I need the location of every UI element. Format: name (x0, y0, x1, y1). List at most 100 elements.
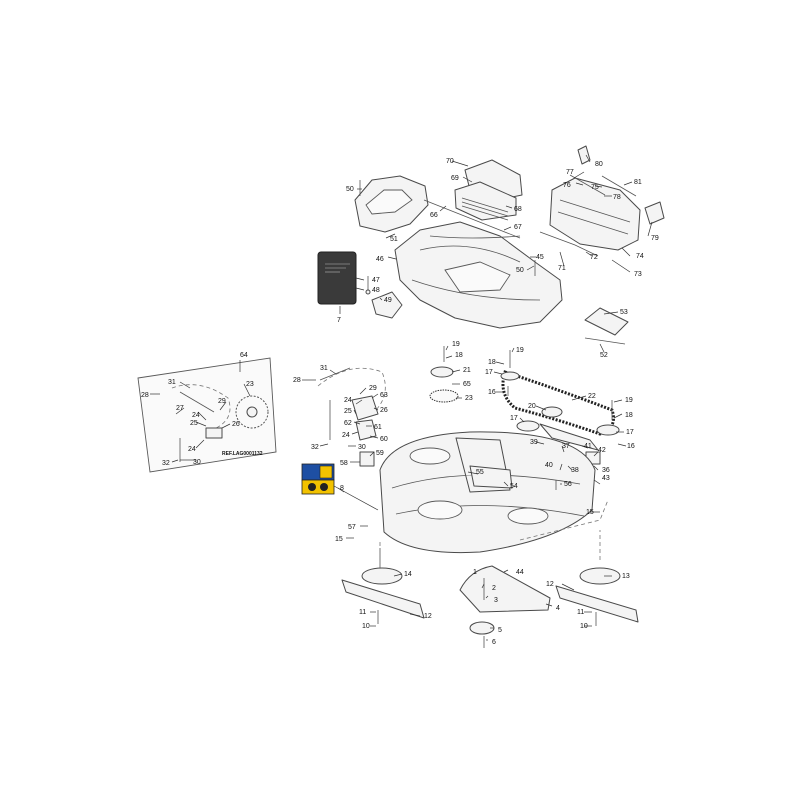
callout-74: 74 (636, 253, 644, 260)
chute-grille (461, 205, 509, 221)
part-12-blade-right (555, 585, 639, 623)
cutter-deck (301, 431, 596, 554)
callout-78: 78 (613, 194, 621, 201)
callout-73: 73 (634, 271, 642, 278)
inset-sprocket-23 (235, 395, 269, 429)
part-51-recess (365, 189, 413, 215)
callout-14: 14 (404, 571, 412, 578)
callout-19c: 19 (625, 397, 633, 404)
callout-43: 43 (602, 475, 610, 482)
callout-67: 67 (514, 224, 522, 231)
callout-37: 37 (562, 443, 570, 450)
callout-18c: 18 (625, 412, 633, 419)
callout-80: 80 (595, 161, 603, 168)
part-23-sprocket (429, 389, 459, 403)
callout-22: 22 (588, 393, 596, 400)
leader-lines (150, 154, 653, 641)
callout-72: 72 (590, 254, 598, 261)
part-49-bracket (371, 291, 403, 319)
part-81-rod (601, 175, 637, 197)
callout-21: 21 (463, 367, 471, 374)
callout-13: 13 (622, 573, 630, 580)
part-52-rod (584, 337, 626, 345)
inset-64-box (137, 357, 277, 473)
inset-frame (137, 357, 277, 473)
callout-28: 28 (141, 392, 149, 399)
callout-81: 81 (634, 179, 642, 186)
part-4-blade-center (459, 565, 551, 613)
callout-4: 4 (556, 605, 560, 612)
part-53-bar (584, 307, 629, 345)
callout-59: 59 (376, 450, 384, 457)
callout-38: 38 (571, 467, 579, 474)
part-66-rod (423, 199, 521, 239)
grass-chute-assembly (454, 159, 523, 221)
callout-68: 68 (514, 206, 522, 213)
callout-49: 49 (384, 297, 392, 304)
inset-dashed-path (171, 384, 231, 431)
callout-18b: 18 (488, 359, 496, 366)
callout-44: 44 (516, 569, 524, 576)
callout-51: 51 (390, 236, 398, 243)
part-13-spindle-right (579, 567, 621, 585)
part-71-rod (539, 231, 599, 257)
callout-56: 56 (564, 481, 572, 488)
callout-3: 3 (494, 597, 498, 604)
callout-17c: 17 (626, 429, 634, 436)
part-39-arm (539, 423, 599, 451)
callout-29: 29 (218, 398, 226, 405)
callout-24b: 24 (188, 446, 196, 453)
decal-symbol (320, 483, 328, 491)
lift-contour (559, 199, 631, 223)
callout-19b: 19 (516, 347, 524, 354)
callout-70: 70 (446, 158, 454, 165)
callout-18: 18 (455, 352, 463, 359)
callout-53: 53 (620, 309, 628, 316)
callout-79: 79 (651, 235, 659, 242)
callout-52: 52 (600, 352, 608, 359)
callout-77: 77 (566, 169, 574, 176)
decal-symbol (308, 483, 316, 491)
callout-65: 65 (463, 381, 471, 388)
callout-23b: 23 (465, 395, 473, 402)
cable-dashed (317, 367, 386, 415)
deck-spindle-mount-right (507, 507, 549, 525)
callout-36: 36 (602, 467, 610, 474)
chute-grille (461, 201, 509, 217)
callout-26b: 26 (380, 407, 388, 414)
callout-10b: 10 (580, 623, 588, 630)
part-18-pulley (596, 424, 620, 436)
callout-40: 40 (545, 462, 553, 469)
part-7-dark-label (317, 251, 357, 305)
part-22-belt (501, 370, 615, 436)
callout-16b: 16 (627, 443, 635, 450)
callout-24d: 24 (342, 432, 350, 439)
callout-25b: 25 (344, 408, 352, 415)
callout-20: 20 (528, 403, 536, 410)
callout-50b: 50 (516, 267, 524, 274)
part-31-cable (319, 367, 351, 381)
callout-71: 71 (558, 265, 566, 272)
callout-41: 41 (584, 443, 592, 450)
top-cover-assembly (317, 175, 563, 329)
inset-sprocket-hub (246, 406, 258, 418)
callout-60: 60 (380, 436, 388, 443)
callout-24: 24 (192, 412, 200, 419)
callout-6: 6 (492, 639, 496, 646)
callout-7: 7 (337, 317, 341, 324)
callout-15: 15 (335, 536, 343, 543)
part-80-knob (577, 145, 591, 165)
callout-26: 26 (232, 421, 240, 428)
callout-28b: 28 (293, 377, 301, 384)
callout-17: 17 (485, 369, 493, 376)
part-14-spindle-left (361, 567, 403, 585)
part-12-blade-left (341, 579, 425, 619)
callout-63: 63 (380, 392, 388, 399)
callout-29b: 29 (369, 385, 377, 392)
callout-27: 27 (176, 405, 184, 412)
callout-12b: 12 (546, 581, 554, 588)
callout-2: 2 (492, 585, 496, 592)
callout-42: 42 (598, 447, 606, 454)
inset-bracket-26 (205, 427, 223, 439)
